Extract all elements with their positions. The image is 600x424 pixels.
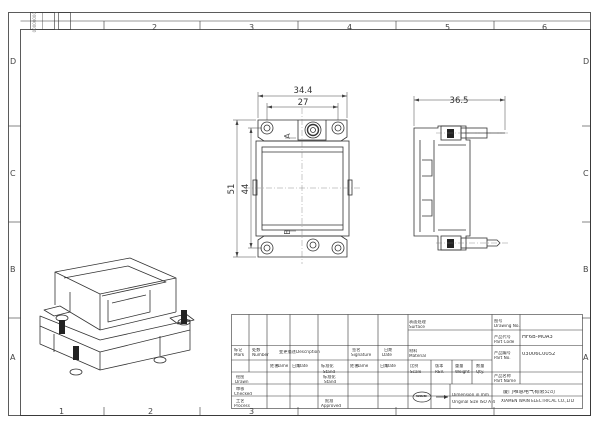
mark-label-en: Mark: [234, 353, 245, 357]
part-no-value: 03006C0052: [522, 352, 556, 357]
qty-label-cn: 数量: [476, 364, 485, 368]
part-code-label-en: Part Code: [494, 340, 515, 344]
zone-row-d-left: D: [10, 57, 17, 66]
drawing-no-label-cn: 图号: [494, 319, 503, 323]
stand-label-en: Stand: [323, 370, 336, 374]
dim-hole-pitch-height: 44: [241, 184, 251, 195]
description-label-en: Description: [296, 350, 320, 354]
date-label-cn: 日期: [384, 348, 393, 352]
zone-row-a-left: A: [10, 353, 16, 362]
surface-label-cn: 表面处理: [409, 320, 426, 324]
rev-label-en: REV.: [435, 370, 445, 374]
wain-logo: WAIN: [416, 395, 427, 398]
dim-depth: 36.5: [450, 96, 469, 106]
section-label-b: B: [283, 229, 292, 235]
zone-row-b-right: B: [583, 265, 589, 274]
company-name-cn: 厦门唯恩电气有限公司: [503, 390, 555, 395]
signature-label-en: Signature: [351, 353, 372, 357]
scale-label-en: Scale: [410, 370, 422, 374]
zone-col-5-top: 5: [445, 23, 451, 32]
process-label-cn: 工艺: [236, 399, 245, 403]
zone-row-a-right: A: [583, 353, 589, 362]
zone-col-2-bottom: 2: [148, 407, 154, 416]
zone-col-3-top: 3: [249, 23, 255, 32]
note-original-size: Original Size ISO A 4: [452, 400, 496, 404]
zone-col-6-top: 6: [542, 23, 548, 32]
scale-label-cn: 比例: [410, 364, 419, 368]
part-code-label-cn: 产品代号: [494, 335, 511, 339]
approved-label-en: Approved: [321, 404, 342, 408]
weight-label-cn: 重量: [455, 364, 464, 368]
zone-col-3-bottom: 3: [249, 407, 255, 416]
name-label-cn-1: 姓名: [270, 364, 279, 368]
dim-overall-height: 51: [227, 184, 237, 195]
date-label-cn-2: 日期: [380, 364, 389, 368]
stand-label-cn-2: 标准化: [323, 375, 336, 379]
part-no-label-cn: 产品编号: [494, 351, 511, 355]
zone-col-1-bottom: 1: [59, 407, 65, 416]
material-label-cn: 材料: [409, 349, 418, 353]
zone-col-4-top: 4: [347, 23, 353, 32]
zone-row-c-left: C: [10, 169, 16, 178]
dim-hole-pitch-width: 27: [298, 98, 309, 108]
rev-label-cn: 版本: [435, 364, 444, 368]
drawn-label-en: Drawn: [235, 380, 249, 384]
description-label-cn: 变更描述: [279, 350, 296, 354]
zone-row-b-left: B: [10, 265, 16, 274]
checked-label-en: Checked: [234, 392, 252, 396]
weight-label-en: Weight: [455, 370, 470, 374]
part-name-label-en: Part Name: [494, 379, 516, 383]
surface-label-en: Surface: [409, 325, 425, 329]
zone-col-2-top: 2: [152, 23, 158, 32]
date-label-en: Date: [382, 353, 393, 357]
name-label-en-2: Name: [356, 364, 369, 368]
approved-label-cn: 批准: [325, 399, 334, 403]
part-code-value: HF6B-MUA3: [522, 335, 553, 340]
zone-row-c-right: C: [583, 169, 589, 178]
zone-row-d-right: D: [583, 57, 590, 66]
name-label-en-1: Name: [276, 364, 289, 368]
checked-label-cn: 审核: [236, 387, 245, 391]
part-no-label-en: Part No.: [494, 356, 511, 360]
qty-label-en: Qty.: [476, 370, 485, 374]
material-label-en: Material: [409, 354, 427, 358]
drawing-no-label-en: Drawing No.: [494, 324, 520, 328]
stand-label-cn: 标准化: [321, 364, 334, 368]
date-label-en-1: Date: [298, 364, 309, 368]
drawn-label-cn: 绘图: [236, 375, 245, 379]
date-label-en-2: Date: [386, 364, 397, 368]
mark-label-cn: 标记: [234, 348, 243, 352]
note-dimension-unit: Dimension in mm: [452, 393, 489, 397]
number-label-en: Number: [252, 353, 269, 357]
number-label-cn: 处数: [252, 348, 261, 352]
company-name-en: XIAMEN WAIN ELECTRICAL CO.,LTD: [501, 399, 575, 403]
name-label-cn-2: 姓名: [350, 364, 359, 368]
dim-overall-width: 34.4: [294, 86, 313, 96]
signature-label-cn: 签名: [352, 348, 361, 352]
date-label-cn-1: 日期: [292, 364, 301, 368]
part-name-label-cn: 产品名称: [494, 374, 511, 378]
process-label-en: Process: [234, 404, 250, 408]
section-label-a: A: [283, 133, 292, 139]
stand-label-en-2: Stand: [324, 380, 337, 384]
